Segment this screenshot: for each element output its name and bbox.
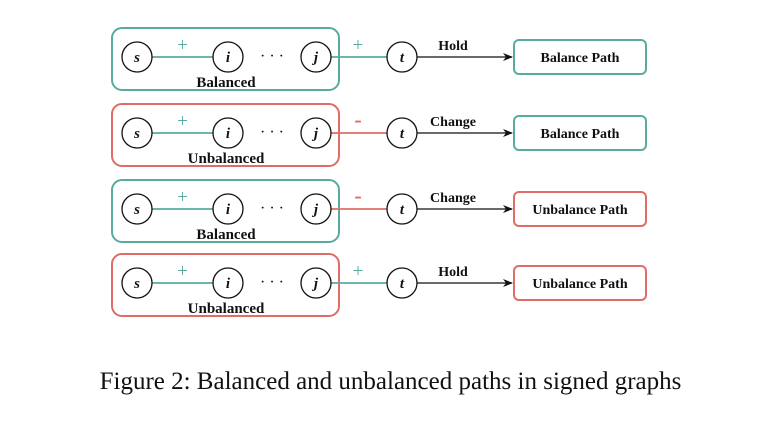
figure-caption: Figure 2: Balanced and unbalanced paths … bbox=[99, 368, 682, 395]
result-label: Unbalance Path bbox=[532, 277, 628, 292]
node-j-label: j bbox=[312, 50, 319, 66]
node-j bbox=[300, 193, 332, 225]
node-s-label: s bbox=[133, 202, 140, 218]
ellipsis: · · · bbox=[260, 48, 284, 65]
result-box bbox=[513, 115, 647, 151]
node-s-label: s bbox=[133, 50, 140, 66]
node-t-label: t bbox=[400, 202, 405, 218]
group-status-label: Unbalanced bbox=[188, 151, 265, 167]
node-j-label: j bbox=[312, 126, 319, 142]
inner-edge-sign: + bbox=[177, 261, 188, 282]
outer-edge-sign: - bbox=[354, 183, 361, 208]
result-box bbox=[513, 191, 647, 227]
node-i-label: i bbox=[226, 126, 231, 142]
node-s-label: s bbox=[133, 126, 140, 142]
node-i-label: i bbox=[226, 50, 231, 66]
node-s bbox=[121, 117, 153, 149]
node-i bbox=[212, 193, 244, 225]
outer-edge-sign: + bbox=[353, 35, 364, 56]
node-t-label: t bbox=[400, 276, 405, 292]
outer-edge-sign: - bbox=[354, 107, 361, 132]
node-i-label: i bbox=[226, 202, 231, 218]
node-t bbox=[386, 41, 418, 73]
node-i bbox=[212, 41, 244, 73]
node-t-label: t bbox=[400, 50, 405, 66]
ellipsis: · · · bbox=[260, 200, 284, 217]
result-label: Unbalance Path bbox=[532, 203, 628, 218]
node-t-label: t bbox=[400, 126, 405, 142]
group-box bbox=[111, 103, 340, 167]
node-j bbox=[300, 267, 332, 299]
node-t bbox=[386, 267, 418, 299]
result-label: Balance Path bbox=[541, 51, 620, 66]
node-j-label: j bbox=[312, 202, 319, 218]
action-label: Change bbox=[430, 191, 476, 206]
node-s bbox=[121, 193, 153, 225]
group-status-label: Balanced bbox=[196, 75, 256, 91]
ellipsis: · · · bbox=[260, 274, 284, 291]
outer-edge-sign: + bbox=[353, 261, 364, 282]
node-s-label: s bbox=[133, 276, 140, 292]
group-status-label: Unbalanced bbox=[188, 301, 265, 317]
node-i-label: i bbox=[226, 276, 231, 292]
node-s bbox=[121, 267, 153, 299]
node-j bbox=[300, 117, 332, 149]
result-box bbox=[513, 39, 647, 75]
node-t bbox=[386, 193, 418, 225]
group-status-label: Balanced bbox=[196, 227, 256, 243]
node-i bbox=[212, 117, 244, 149]
group-box bbox=[111, 179, 340, 243]
action-label: Change bbox=[430, 115, 476, 130]
action-label: Hold bbox=[438, 39, 468, 54]
inner-edge-sign: + bbox=[177, 111, 188, 132]
result-label: Balance Path bbox=[541, 127, 620, 142]
node-s bbox=[121, 41, 153, 73]
node-i bbox=[212, 267, 244, 299]
group-box bbox=[111, 253, 340, 317]
inner-edge-sign: + bbox=[177, 187, 188, 208]
inner-edge-sign: + bbox=[177, 35, 188, 56]
group-box bbox=[111, 27, 340, 91]
action-label: Hold bbox=[438, 265, 468, 280]
node-j-label: j bbox=[312, 276, 319, 292]
result-box bbox=[513, 265, 647, 301]
node-t bbox=[386, 117, 418, 149]
ellipsis: · · · bbox=[260, 124, 284, 141]
node-j bbox=[300, 41, 332, 73]
